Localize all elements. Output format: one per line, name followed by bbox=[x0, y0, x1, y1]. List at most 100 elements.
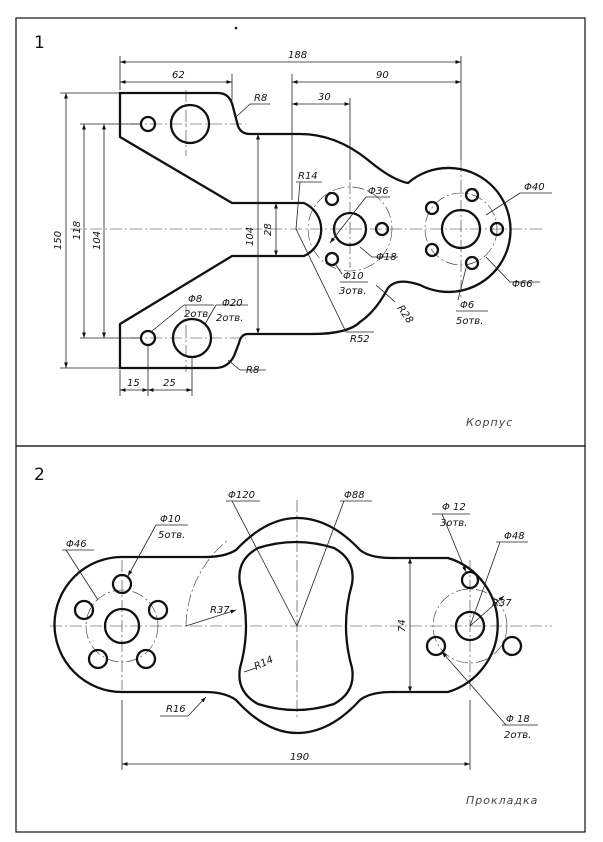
dim2-d10: Φ10 bbox=[160, 514, 181, 525]
dim2-d48: Φ48 bbox=[504, 531, 525, 542]
dim2-d12: Φ 12 bbox=[442, 502, 466, 513]
panel-1-title: Корпус bbox=[466, 416, 513, 429]
bolt-circle-boss bbox=[307, 186, 393, 272]
leader bbox=[65, 549, 99, 601]
dim-150: 150 bbox=[53, 231, 64, 250]
dim2-d10-count: 5отв. bbox=[158, 530, 185, 541]
central-cutout bbox=[238, 540, 354, 712]
leader bbox=[359, 246, 373, 258]
leader bbox=[295, 228, 347, 333]
dim-d8-count: 2отв. bbox=[184, 309, 211, 320]
hole-d8-bottom bbox=[139, 329, 157, 347]
right-hole-2 bbox=[425, 635, 447, 657]
dim2-d46: Φ46 bbox=[66, 539, 87, 550]
dim-r52: R52 bbox=[350, 334, 370, 345]
gasket-outline bbox=[53, 516, 499, 735]
leader bbox=[485, 256, 511, 283]
ink-dot bbox=[234, 26, 238, 30]
dim-188: 188 bbox=[288, 50, 307, 61]
panel-2-drawing: 2 Φ46 Φ10 5отв. Φ120 bbox=[34, 465, 552, 807]
leader bbox=[375, 284, 396, 303]
dim2-74: 74 bbox=[397, 619, 408, 632]
dim2-d18: Φ 18 bbox=[506, 714, 530, 725]
leader bbox=[469, 541, 501, 627]
dim-118: 118 bbox=[72, 221, 83, 240]
leader bbox=[227, 359, 241, 371]
dim2-r14: R14 bbox=[253, 654, 275, 672]
arc-r37-construct bbox=[185, 539, 229, 627]
bolt-circle-flange bbox=[424, 192, 498, 266]
leader bbox=[295, 181, 301, 230]
bolt-circle-left bbox=[85, 589, 159, 663]
leader bbox=[335, 264, 343, 275]
dim-90: 90 bbox=[376, 70, 389, 81]
dim-d20: Φ20 bbox=[222, 298, 243, 309]
dim-28: 28 bbox=[263, 223, 274, 236]
dim-30: 30 bbox=[318, 92, 331, 103]
leader bbox=[151, 304, 185, 332]
dim-d10-count: 3отв. bbox=[339, 286, 366, 297]
left-bore bbox=[103, 607, 141, 645]
dim-25: 25 bbox=[163, 378, 176, 389]
panel-1-drawing: 1 188 62 bbox=[34, 33, 552, 429]
leader bbox=[441, 651, 507, 726]
panel-2-frame bbox=[15, 445, 586, 833]
dim-d20-count: 2отв. bbox=[216, 313, 243, 324]
left-hole-4 bbox=[87, 648, 109, 670]
dim-d8: Φ8 bbox=[188, 294, 202, 305]
dim2-r16: R16 bbox=[166, 704, 186, 715]
leader bbox=[469, 595, 505, 627]
leader bbox=[296, 500, 345, 627]
flange-hole-2 bbox=[464, 187, 480, 203]
flange-bore-d40 bbox=[440, 208, 482, 250]
dim-d6: Φ6 bbox=[460, 300, 474, 311]
leader bbox=[243, 667, 257, 673]
boss-hole-2 bbox=[374, 221, 390, 237]
dim2-d120: Φ120 bbox=[228, 490, 255, 501]
left-hole-2 bbox=[147, 599, 169, 621]
right-hole-3 bbox=[501, 635, 523, 657]
panel-1-number: 1 bbox=[34, 33, 45, 53]
dim2-r37-left: R37 bbox=[210, 605, 230, 616]
dim-104-mid: 104 bbox=[245, 227, 256, 246]
boss-bore-d18 bbox=[332, 211, 368, 247]
dim-r14: R14 bbox=[298, 171, 318, 182]
leader bbox=[127, 524, 157, 577]
dim-62: 62 bbox=[172, 70, 185, 81]
flange-hole-4 bbox=[424, 242, 440, 258]
leader bbox=[441, 513, 467, 573]
left-hole-3 bbox=[135, 648, 157, 670]
dim-104-left: 104 bbox=[92, 231, 103, 250]
dim-d36: Φ36 bbox=[368, 186, 389, 197]
left-hole-5 bbox=[73, 599, 95, 621]
boss-hole-1 bbox=[324, 191, 340, 207]
dim2-d88: Φ88 bbox=[344, 490, 365, 501]
dim-r8-bottom: R8 bbox=[246, 365, 259, 376]
dim2-d18-count: 2отв. bbox=[504, 730, 531, 741]
leader bbox=[235, 103, 251, 118]
dim-15: 15 bbox=[127, 378, 140, 389]
right-hole-1 bbox=[460, 570, 480, 590]
leader bbox=[485, 192, 521, 216]
panel-2-number: 2 bbox=[34, 465, 45, 485]
bolt-circle-right bbox=[432, 588, 508, 664]
flange-hole-5 bbox=[464, 255, 480, 271]
left-hole-1 bbox=[111, 573, 133, 595]
dim-d18: Φ18 bbox=[376, 252, 397, 263]
right-bore bbox=[454, 610, 486, 642]
leader bbox=[187, 696, 207, 717]
hole-d20-bottom bbox=[171, 317, 213, 359]
flange-hole-1 bbox=[489, 221, 505, 237]
leader bbox=[185, 609, 237, 627]
boss-hole-3 bbox=[324, 251, 340, 267]
dim2-r37-right: R37 bbox=[492, 598, 512, 609]
leader bbox=[329, 196, 367, 244]
leader bbox=[457, 267, 467, 301]
flange-hole-3 bbox=[424, 200, 440, 216]
hole-d20-top bbox=[169, 103, 211, 145]
panel-2-title: Прокладка bbox=[466, 794, 538, 807]
dim-d6-count: 5отв. bbox=[456, 316, 483, 327]
dim-r8-top: R8 bbox=[254, 93, 267, 104]
dim-d40: Φ40 bbox=[524, 182, 545, 193]
